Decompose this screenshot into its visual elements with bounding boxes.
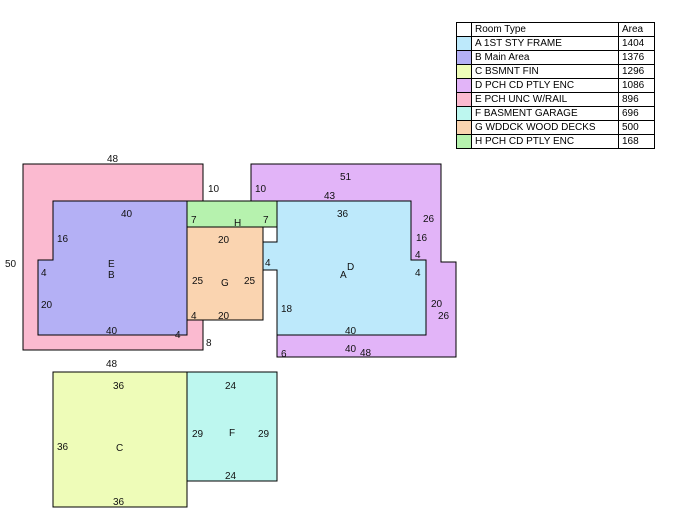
- dimension-label: 25: [244, 276, 256, 287]
- dimension-label: 25: [192, 276, 204, 287]
- dimension-label: 10: [208, 184, 220, 195]
- legend-color-swatch: [456, 36, 472, 51]
- dimension-label: 4: [415, 250, 421, 261]
- legend-room-type: H PCH CD PTLY ENC: [471, 134, 619, 149]
- legend-color-swatch: [456, 50, 472, 65]
- dimension-label: 36: [57, 442, 69, 453]
- legend-area-value: 1086: [618, 78, 655, 93]
- dimension-label: 20: [218, 311, 230, 322]
- legend-room-type: C BSMNT FIN: [471, 64, 619, 79]
- area-label-e: E: [108, 259, 115, 270]
- area-label-h: H: [234, 218, 241, 229]
- dimension-label: 4: [415, 268, 421, 279]
- dimension-label: 4: [265, 258, 271, 269]
- dimension-label: 48: [360, 348, 372, 359]
- legend-area-value: 896: [618, 92, 655, 107]
- legend-room-type: D PCH CD PTLY ENC: [471, 78, 619, 93]
- area-label-f: F: [229, 428, 235, 439]
- dimension-label: 26: [438, 311, 450, 322]
- dimension-label: 51: [340, 172, 352, 183]
- dimension-label: 16: [57, 234, 69, 245]
- legend-room-type: G WDDCK WOOD DECKS: [471, 120, 619, 135]
- room-c-shape: [52, 371, 188, 508]
- area-label-d: D: [347, 262, 354, 273]
- legend-area-value: 1404: [618, 36, 655, 51]
- room-g-shape: [186, 226, 264, 321]
- dimension-label: 40: [345, 344, 357, 355]
- dimension-label: 20: [218, 235, 230, 246]
- dimension-label: 20: [41, 300, 53, 311]
- legend-area-value: 500: [618, 120, 655, 135]
- legend-area-value: 696: [618, 106, 655, 121]
- dimension-label: 10: [255, 184, 267, 195]
- dimension-label: 48: [106, 359, 118, 370]
- legend-room-type: B Main Area: [471, 50, 619, 65]
- area-label-g: G: [221, 278, 229, 289]
- area-label-c: C: [116, 443, 123, 454]
- dimension-label: 4: [191, 311, 197, 322]
- room-f-shape: [186, 371, 278, 482]
- dimension-label: 40: [106, 326, 118, 337]
- dimension-label: 4: [41, 268, 47, 279]
- dimension-label: 50: [5, 259, 17, 270]
- dimension-label: 40: [345, 326, 357, 337]
- area-label-a: A: [340, 270, 347, 281]
- legend-header-row: Room Type Area: [456, 22, 655, 37]
- legend-header-area: Area: [618, 22, 655, 37]
- legend-color-swatch: [456, 106, 472, 121]
- legend-color-swatch: [456, 78, 472, 93]
- dimension-label: 18: [281, 304, 293, 315]
- dimension-label: 8: [206, 338, 212, 349]
- dimension-label: 16: [416, 233, 428, 244]
- legend-area-value: 1296: [618, 64, 655, 79]
- dimension-label: 48: [107, 154, 119, 165]
- legend-color-swatch: [456, 64, 472, 79]
- legend-color-swatch: [456, 120, 472, 135]
- legend-room-type: E PCH UNC W/RAIL: [471, 92, 619, 107]
- dimension-label: 29: [258, 429, 270, 440]
- dimension-label: 20: [431, 299, 443, 310]
- dimension-label: 36: [113, 381, 125, 392]
- dimension-label: 7: [263, 215, 269, 226]
- dimension-label: 26: [423, 214, 435, 225]
- legend-color-swatch: [456, 92, 472, 107]
- legend-header-room-type: Room Type: [471, 22, 619, 37]
- dimension-label: 24: [225, 381, 237, 392]
- legend-color-swatch: [456, 134, 472, 149]
- legend-area-value: 168: [618, 134, 655, 149]
- dimension-label: 43: [324, 191, 336, 202]
- dimension-label: 7: [191, 215, 197, 226]
- dimension-label: 4: [175, 330, 181, 341]
- legend-area-value: 1376: [618, 50, 655, 65]
- dimension-label: 29: [192, 429, 204, 440]
- dimension-label: 36: [337, 209, 349, 220]
- dimension-label: 24: [225, 471, 237, 482]
- dimension-label: 36: [113, 497, 125, 508]
- legend-room-type: A 1ST STY FRAME: [471, 36, 619, 51]
- dimension-label: 6: [281, 349, 287, 360]
- area-label-b: B: [108, 270, 115, 281]
- dimension-label: 40: [121, 209, 133, 220]
- legend-room-type: F BASMENT GARAGE: [471, 106, 619, 121]
- legend-header-swatch-cell: [456, 22, 472, 37]
- room-a-shape: [262, 200, 427, 336]
